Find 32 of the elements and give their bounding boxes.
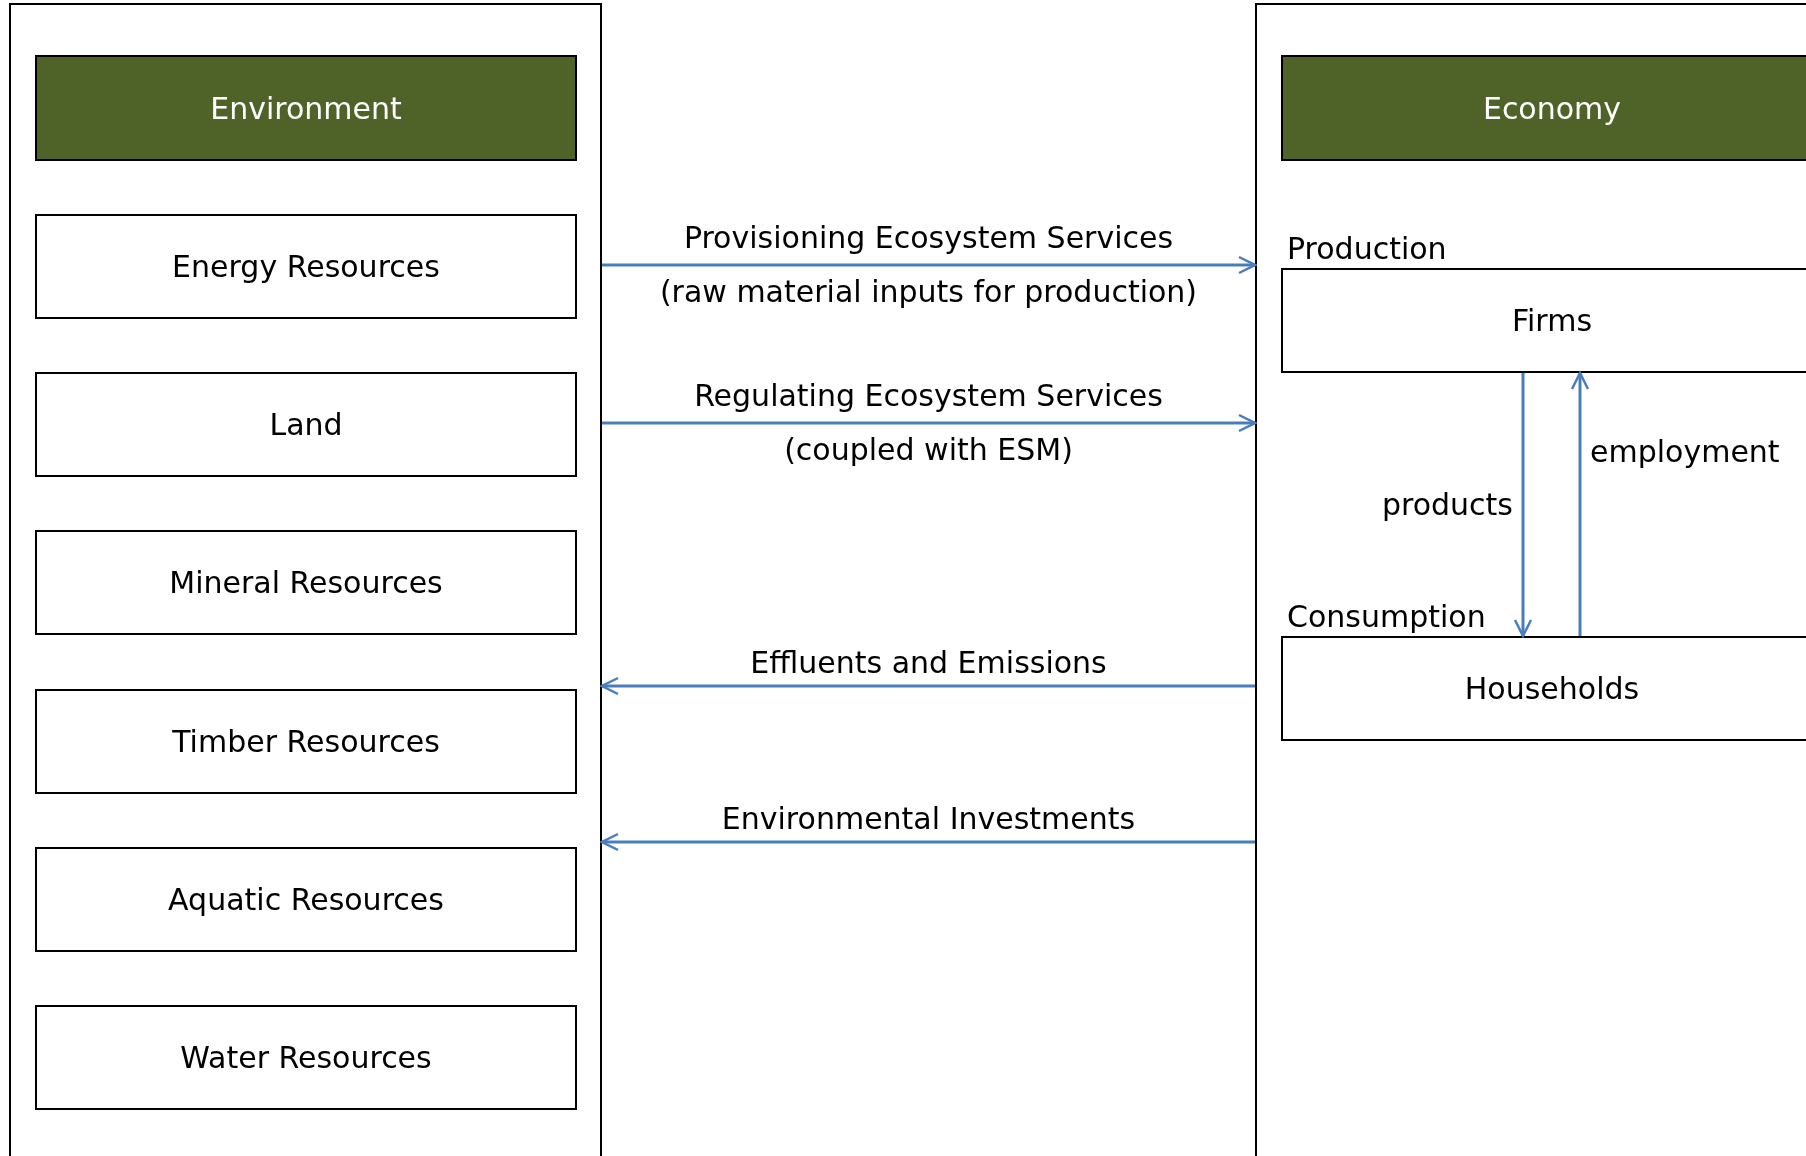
- node-label: Firms: [1511, 303, 1593, 338]
- arrow: [602, 413, 1257, 433]
- arrow: [1513, 373, 1533, 638]
- node-label: Land: [269, 407, 343, 442]
- node-box: [35, 1005, 577, 1110]
- section-heading: Production: [1287, 231, 1447, 266]
- node-label: Aquatic Resources: [168, 882, 444, 917]
- node-box: [35, 847, 577, 952]
- section-heading: Consumption: [1287, 599, 1486, 634]
- node-label: Timber Resources: [172, 724, 440, 759]
- edge-label: employment: [1590, 434, 1780, 470]
- edge-label: Effluents and Emissions: [749, 644, 1108, 682]
- node-box: [35, 214, 577, 319]
- edge-label: Regulating Ecosystem Services (coupled with ESM): [693, 377, 1164, 469]
- arrow: [1570, 371, 1590, 636]
- node-label: Mineral Resources: [169, 565, 443, 600]
- header-title: Environment: [210, 90, 402, 126]
- edge-label: Provisioning Ecosystem Services (raw material inputs for production): [658, 219, 1199, 311]
- panel-frame: [9, 3, 602, 1156]
- edge-label: Environmental Investments: [720, 800, 1137, 838]
- node-box: [35, 372, 577, 477]
- panel-frame: [1255, 3, 1806, 1156]
- header-bar: [1281, 55, 1806, 161]
- arrow: [602, 255, 1257, 275]
- node-label: Water Resources: [180, 1040, 432, 1075]
- header-title: Economy: [1482, 90, 1622, 126]
- node-box: [35, 530, 577, 635]
- node-box: [35, 689, 577, 794]
- header-bar: [35, 55, 577, 161]
- node-label: Energy Resources: [172, 249, 440, 284]
- edge-label: products: [1382, 487, 1513, 523]
- node-label: Households: [1464, 671, 1640, 706]
